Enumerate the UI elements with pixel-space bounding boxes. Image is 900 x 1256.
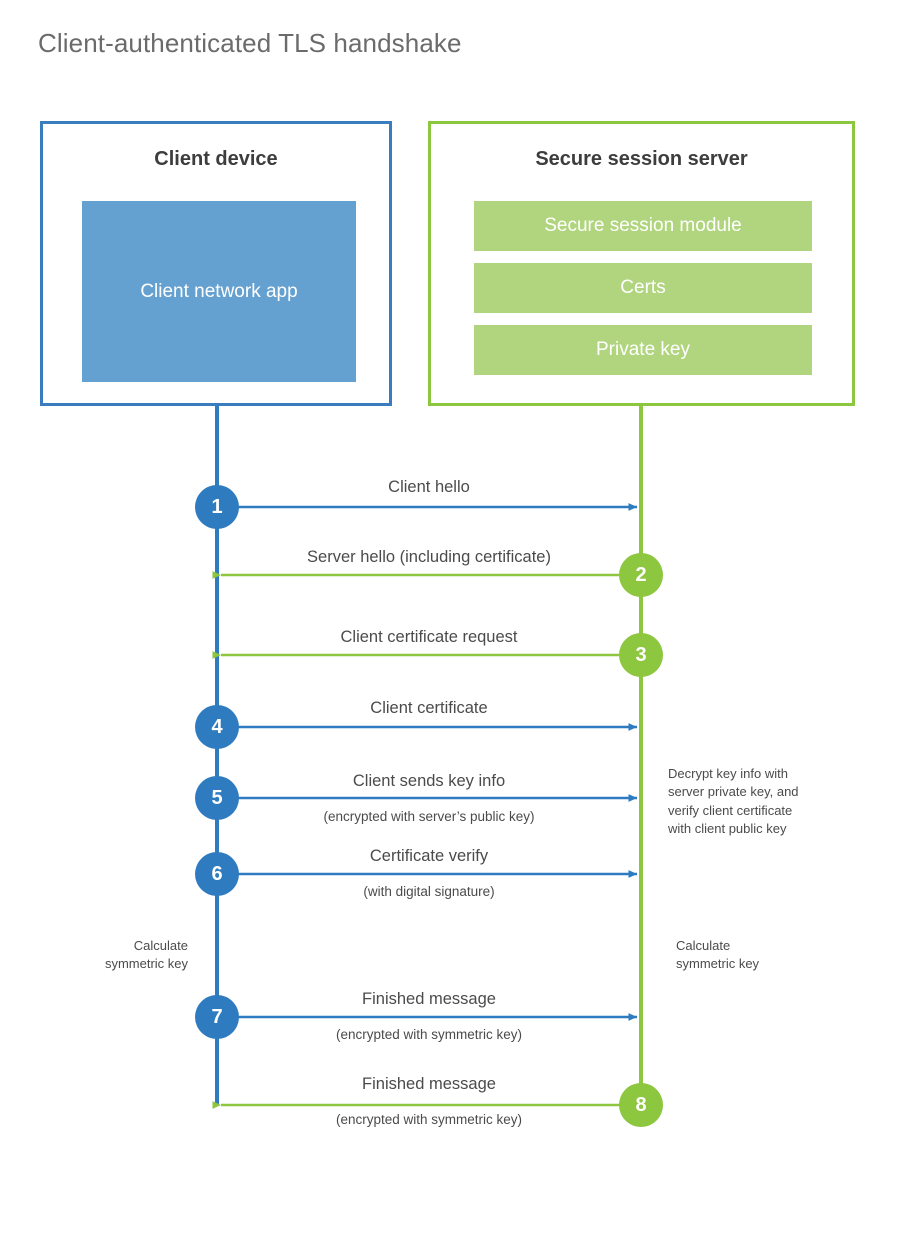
- step-badge-5[interactable]: 5: [195, 776, 239, 820]
- message-label-step-6: Certificate verify: [369, 847, 489, 865]
- message-label-step-7: Finished message: [362, 990, 496, 1008]
- step-badge-7[interactable]: 7: [195, 995, 239, 1039]
- message-label-step-8: Finished message: [362, 1075, 496, 1093]
- client-device-box: Client device Client network app: [40, 121, 392, 406]
- message-sublabel-step-6: (with digital signature): [363, 884, 495, 899]
- step-badge-2[interactable]: 2: [619, 553, 663, 597]
- message-sublabel-step-8: (encrypted with symmetric key): [335, 1112, 523, 1127]
- message-label-step-2: Server hello (including certificate): [307, 548, 551, 566]
- message-label-step-1: Client hello: [388, 478, 470, 496]
- client-device-title: Client device: [154, 148, 278, 170]
- step-badge-8[interactable]: 8: [619, 1083, 663, 1127]
- message-sublabel-step-7: (encrypted with symmetric key): [335, 1027, 523, 1042]
- server-component-secure-session-module: Secure session module: [474, 201, 812, 251]
- message-sublabel-step-5: (encrypted with server’s public key): [323, 809, 535, 824]
- step-badge-3[interactable]: 3: [619, 633, 663, 677]
- server-component-certs: Certs: [474, 263, 812, 313]
- message-label-step-4: Client certificate: [370, 699, 488, 717]
- server-components-list: Secure session module Certs Private key: [474, 201, 812, 375]
- message-label-step-5: Client sends key info: [352, 772, 506, 790]
- message-label-step-3: Client certificate request: [340, 628, 518, 646]
- step-badge-6[interactable]: 6: [195, 852, 239, 896]
- page-title: Client-authenticated TLS handshake: [38, 28, 462, 58]
- server-component-private-key: Private key: [474, 325, 812, 375]
- step-badge-1[interactable]: 1: [195, 485, 239, 529]
- secure-session-server-title: Secure session server: [535, 148, 748, 170]
- client-network-app-block: Client network app: [82, 201, 356, 382]
- step-badge-4[interactable]: 4: [195, 705, 239, 749]
- secure-session-server-box: Secure session server Secure session mod…: [428, 121, 855, 406]
